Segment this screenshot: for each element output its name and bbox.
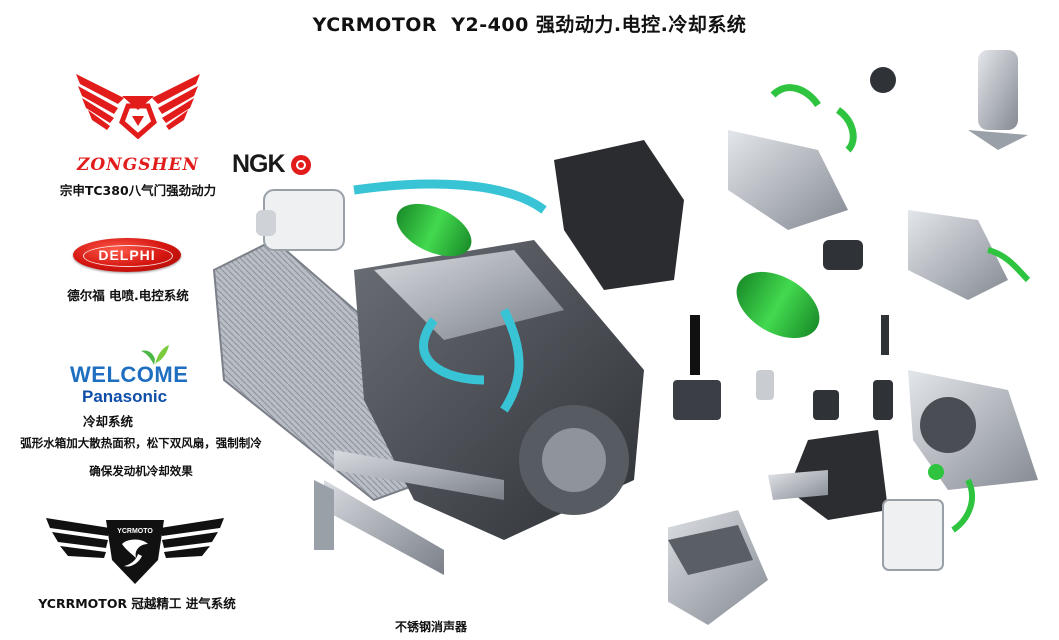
cooling-description-line-2: 确保发动机冷却效果	[89, 464, 193, 478]
panasonic-logo-text: Panasonic	[82, 387, 168, 406]
cooling-description-line-1: 弧形水箱加大散热面积，松下双风扇，强制制冷	[20, 436, 262, 450]
welcome-logo-text: WELCOME	[70, 362, 189, 387]
page-title: YCRMOTOR Y2-400 强劲动力.电控.冷却系统	[312, 14, 747, 36]
zongshen-wing-logo	[76, 74, 200, 140]
welcome-leaf-icon	[141, 345, 169, 365]
ngk-spark-icon	[291, 155, 311, 175]
zongshen-caption: 宗申TC380八气门强劲动力	[59, 183, 217, 198]
zongshen-logo-text: ZONGSHEN	[76, 155, 200, 175]
exhaust-caption: 不锈钢消声器	[395, 620, 468, 634]
parts-exploded-illustration	[668, 50, 1038, 625]
ngk-logo-text: NGK	[232, 150, 286, 178]
delphi-caption: 德尔福 电喷.电控系统	[67, 288, 189, 303]
engine-illustration	[212, 140, 684, 575]
delphi-logo-text: DELPHI	[98, 247, 156, 263]
ngk-logo: NGK	[232, 150, 286, 179]
cooling-caption: 冷却系统	[82, 414, 133, 429]
ycrmoto-wing-logo: YCRMOTO	[46, 518, 224, 584]
intake-caption: YCRRMOTOR 冠越精工 进气系统	[38, 596, 236, 611]
delphi-logo-ring	[83, 245, 173, 267]
ycrmoto-logo-text: YCRMOTO	[117, 528, 153, 535]
